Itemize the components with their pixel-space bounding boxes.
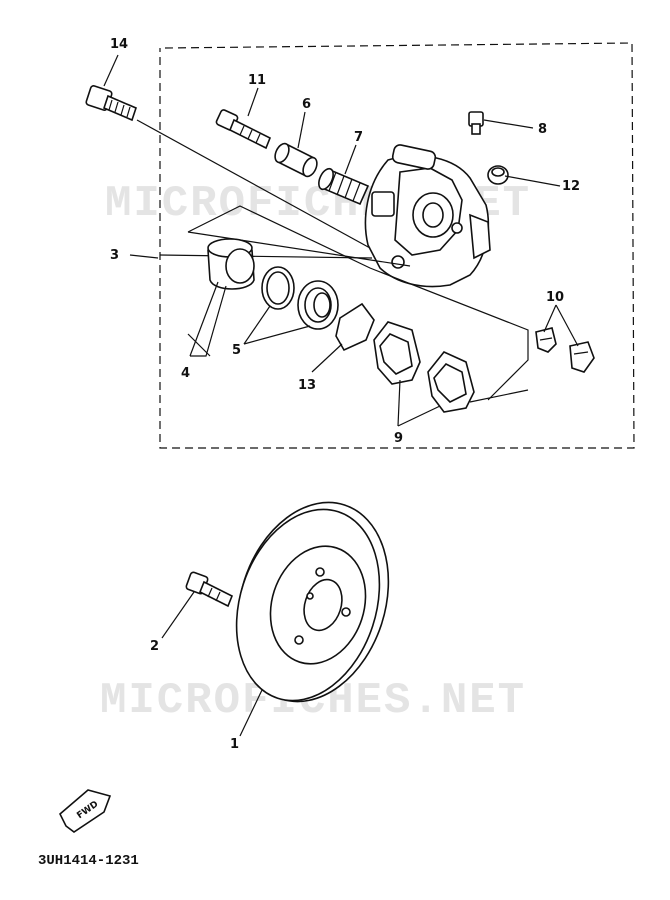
fwd-arrow: FWD [59,789,112,833]
callout-4: 4 [181,366,190,381]
piston-seals-5 [261,266,339,330]
bolt-11 [215,109,272,150]
callout-2: 2 [150,639,159,654]
callout-13: 13 [298,378,316,393]
pad-springs-10 [535,327,595,373]
brake-disc-1 [235,501,390,703]
leader-lines [103,54,579,737]
bolt-2 [185,571,234,608]
callout-14: 14 [110,37,128,52]
caliper-body [364,144,491,288]
piston-4 [207,238,255,290]
caliper-assembly-boundary [159,42,635,449]
callout-9: 9 [394,431,403,446]
callout-10: 10 [546,290,564,305]
diagram-code: 3UH1414-1231 [38,853,139,869]
bleed-screw-8 [468,111,484,135]
callout-11: 11 [248,73,266,88]
callout-8: 8 [538,122,547,137]
cap-12 [487,165,509,185]
shim-13 [335,302,375,352]
callout-7: 7 [354,130,363,145]
callout-5: 5 [232,343,241,358]
sleeve-6 [274,142,318,178]
callout-1: 1 [230,737,239,752]
bolt-14 [85,85,137,122]
callout-12: 12 [562,179,580,194]
callout-3: 3 [110,248,119,263]
boot-7 [318,167,370,206]
callout-6: 6 [302,97,311,112]
brake-pads-9 [373,321,475,413]
